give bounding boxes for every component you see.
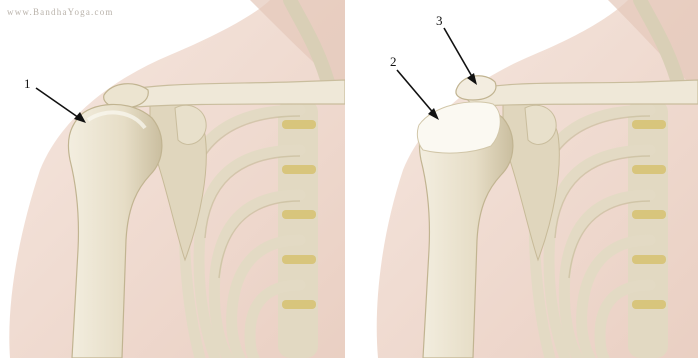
shoulder-illustration-left [0,0,345,358]
label-number-3: 3 [436,14,443,27]
left-illustration: www.BandhaYoga.com 1 [0,0,345,358]
label-number-1: 1 [24,77,31,90]
label-number-2: 2 [390,55,397,68]
right-illustration: 2 3 [353,0,698,358]
watermark-logo: www.BandhaYoga.com [7,7,114,17]
shoulder-illustration-right [353,0,698,358]
